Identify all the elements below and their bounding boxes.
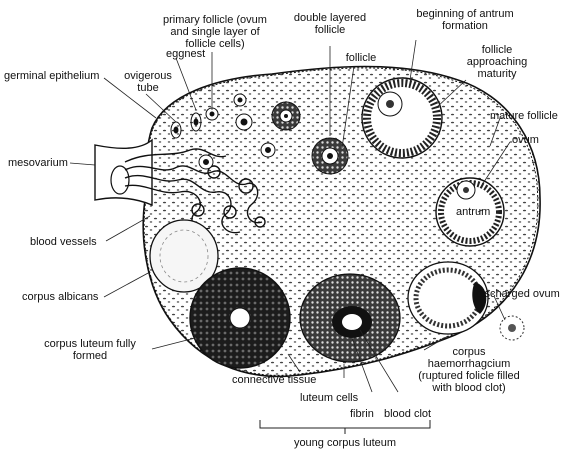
label-mesovarium: mesovarium xyxy=(8,157,68,169)
label-corpus-luteum-fully-formed: corpus luteum fully formed xyxy=(30,338,150,362)
discharged-ovum xyxy=(500,316,524,340)
label-discharged-ovum: discharged ovum xyxy=(476,288,560,300)
label-double-layered-follicle: double layered follicle xyxy=(280,12,380,36)
young-corpus-luteum xyxy=(300,274,400,362)
label-corpus-haemorrhagicum: corpus haemorrhagcium (ruptured folicle … xyxy=(404,346,534,394)
label-corpus-albicans: corpus albicans xyxy=(22,291,98,303)
label-luteum-cells: luteum cells xyxy=(300,392,358,404)
label-ovigerous-tube: ovigerous tube xyxy=(118,70,178,94)
follicle-approaching-maturity xyxy=(362,78,442,158)
label-follicle-approaching-maturity: follicle approaching maturity xyxy=(452,44,542,80)
label-follicle: follicle xyxy=(336,52,386,64)
mesovarium-cut-end xyxy=(111,166,129,194)
label-germinal-epithelium: germinal epithelium xyxy=(4,70,99,82)
label-antrum: antrum xyxy=(456,206,490,218)
label-young-corpus-luteum: young corpus luteum xyxy=(280,437,410,449)
label-primary-follicle: primary follicle (ovum and single layer … xyxy=(150,14,280,50)
corpus-luteum-fully-formed xyxy=(190,268,290,368)
label-fibrin: fibrin xyxy=(350,408,374,420)
label-mature-follicle: mature follicle xyxy=(490,110,558,122)
label-ovum: ovum xyxy=(512,134,539,146)
label-blood-clot: blood clot xyxy=(384,408,431,420)
label-blood-vessels: blood vessels xyxy=(30,236,97,248)
label-eggnest: eggnest xyxy=(166,48,205,60)
label-connective-tissue: connective tissue xyxy=(232,374,316,386)
label-beginning-of-antrum-formation: beginning of antrum formation xyxy=(400,8,530,32)
